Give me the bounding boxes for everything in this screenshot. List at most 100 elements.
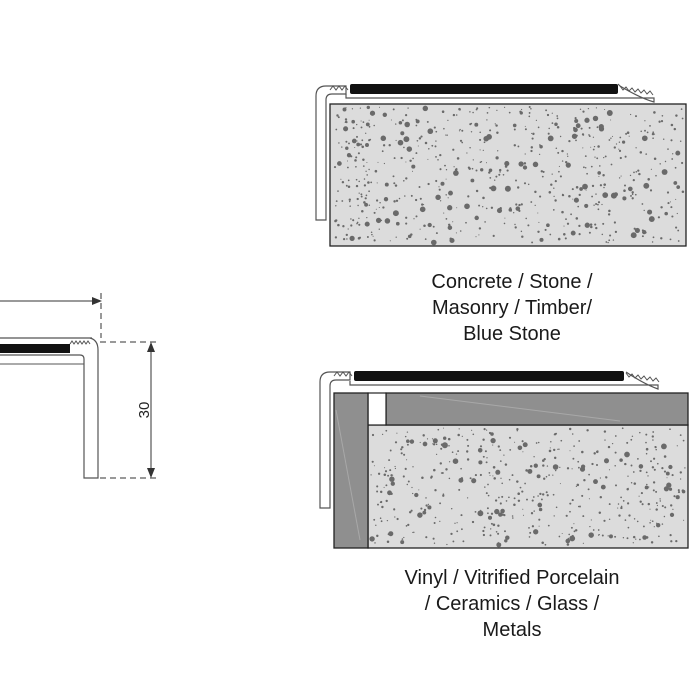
speckle-dot (585, 189, 587, 191)
speckle-dot (617, 507, 619, 509)
speckle-dot (536, 474, 541, 479)
speckle-dot (531, 132, 533, 134)
speckle-dot (570, 526, 573, 529)
speckle-dot (348, 200, 351, 203)
caption-line: Concrete / Stone / (431, 271, 593, 293)
speckle-dot (597, 534, 600, 536)
speckle-dot (575, 217, 579, 220)
speckle-dot (447, 225, 453, 230)
speckle-dot (545, 491, 548, 494)
speckle-dot (624, 519, 627, 521)
speckle-dot (614, 464, 616, 467)
speckle-dot (588, 135, 591, 138)
speckle-dot (539, 195, 542, 198)
speckle-dot (384, 470, 388, 473)
speckle-dot (561, 532, 563, 535)
speckle-dot (618, 148, 620, 150)
height-arrow-bottom (147, 468, 155, 478)
speckle-dot (364, 202, 369, 207)
speckle-dot (618, 149, 622, 152)
speckle-dot (632, 471, 635, 473)
speckle-dot (529, 531, 532, 534)
speckle-dot (530, 149, 533, 153)
speckle-dot (407, 107, 409, 109)
speckle-dot (615, 143, 618, 145)
speckle-dot (509, 207, 512, 210)
speckle-dot (415, 124, 418, 127)
speckle-dot (505, 500, 508, 502)
speckle-dot (422, 105, 429, 112)
speckle-dot (394, 465, 396, 468)
speckle-dot (648, 216, 655, 223)
speckle-dot (676, 212, 678, 215)
speckle-dot (503, 454, 505, 456)
speckle-dot (545, 475, 548, 478)
speckle-dot (673, 181, 678, 185)
speckle-dot (545, 109, 548, 112)
speckle-dot (520, 203, 523, 206)
speckle-dot (427, 503, 430, 506)
speckle-dot (618, 514, 621, 517)
speckle-dot (518, 161, 524, 167)
speckle-dot (457, 433, 460, 437)
speckle-dot (497, 445, 500, 448)
speckle-dot (358, 180, 360, 183)
speckle-dot (497, 150, 499, 152)
speckle-dot (477, 448, 483, 453)
speckle-dot (345, 233, 348, 237)
speckle-dot (553, 187, 555, 189)
speckle-dot (622, 537, 625, 539)
speckle-dot (590, 165, 593, 168)
height-arrow-top (147, 342, 155, 352)
speckle-dot (469, 111, 471, 113)
speckle-dot (345, 146, 349, 150)
speckle-dot (603, 519, 606, 522)
speckle-dot (464, 203, 470, 210)
speckle-dot (334, 219, 337, 223)
speckle-dot (467, 195, 470, 198)
speckle-dot (521, 108, 523, 111)
speckle-dot (568, 533, 571, 536)
speckle-dot (519, 110, 522, 114)
speckle-dot (675, 226, 678, 229)
speckle-dot (534, 464, 536, 466)
speckle-dot (567, 155, 569, 157)
speckle-dot (452, 113, 456, 117)
speckle-dot (646, 131, 649, 134)
speckle-dot (677, 491, 681, 494)
speckle-dot (479, 161, 482, 164)
speckle-dot (497, 524, 500, 527)
speckle-dot (572, 231, 574, 234)
speckle-dot (639, 500, 642, 503)
speckle-dot (573, 126, 576, 130)
speckle-dot (395, 123, 397, 125)
speckle-dot (504, 463, 508, 466)
speckle-dot (465, 221, 467, 224)
speckle-dot (421, 203, 424, 206)
speckle-dot (634, 193, 637, 196)
caption-line: Vinyl / Vitrified Porcelain (404, 567, 620, 589)
speckle-dot (419, 228, 421, 230)
speckle-dot (390, 119, 392, 121)
speckle-dot (410, 509, 413, 512)
speckle-dot (410, 194, 413, 197)
speckle-dot (530, 201, 533, 203)
speckle-dot (630, 194, 632, 197)
speckle-dot (445, 194, 447, 196)
speckle-dot (544, 228, 547, 231)
speckle-dot (483, 135, 489, 142)
speckle-dot (405, 161, 407, 163)
speckle-dot (593, 452, 596, 455)
speckle-dot (356, 140, 358, 142)
speckle-dot (546, 465, 549, 467)
speckle-dot (393, 508, 396, 511)
speckle-dot (649, 508, 651, 510)
speckle-dot (597, 208, 600, 211)
speckle-dot (335, 128, 338, 131)
speckle-dot (554, 469, 557, 472)
speckle-dot (608, 239, 611, 242)
speckle-dot (430, 239, 437, 246)
speckle-dot (445, 169, 448, 171)
speckle-dot (586, 172, 588, 175)
speckle-dot (667, 148, 669, 150)
